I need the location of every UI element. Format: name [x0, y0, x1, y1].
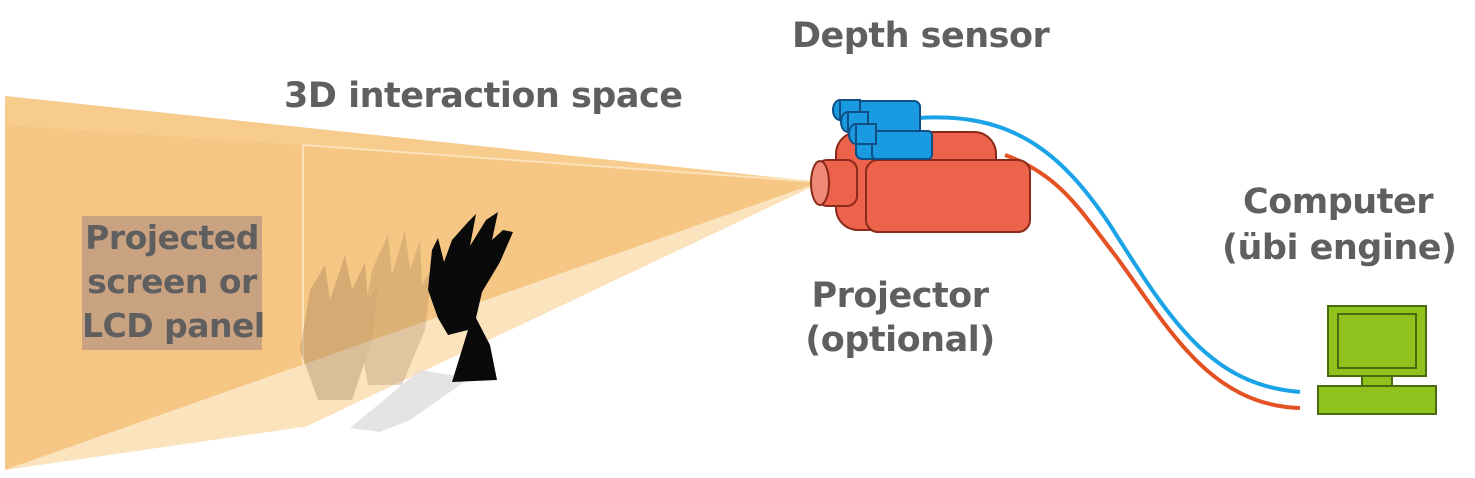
projector-lens	[810, 160, 830, 206]
depth-sensor-front	[871, 130, 933, 160]
projector-icon	[810, 131, 1031, 233]
depth-sensor-label: Depth sensor	[792, 16, 1050, 56]
floor-shadow-icon	[350, 370, 470, 432]
cable-red	[1004, 153, 1301, 410]
projector-side-panel	[865, 159, 1031, 233]
computer-label-line2: (übi engine)	[1222, 228, 1457, 268]
depth-sensor-icon	[832, 99, 933, 160]
screen-label-line2: screen or	[87, 262, 257, 301]
computer-screen	[1337, 313, 1417, 369]
cable-blue	[917, 115, 1301, 394]
computer-label-line1: Computer	[1243, 182, 1433, 222]
hand-shadow-2	[360, 230, 432, 385]
screen-label-line3: LCD panel	[82, 306, 265, 345]
interaction-frustum	[5, 96, 821, 470]
frustum-top-face	[5, 96, 820, 182]
computer-stand	[1361, 375, 1393, 387]
projector-label-line2: (optional)	[805, 320, 995, 360]
hand-shadows	[300, 230, 432, 400]
frustum-bottom-face	[5, 182, 820, 470]
screen-label-line1: Projected	[85, 218, 259, 257]
projected-screen-label-box: Projected screen or LCD panel	[82, 216, 265, 350]
hand-silhouette-icon	[428, 212, 513, 382]
frustum-top-edge	[302, 144, 821, 183]
interaction-space-label: 3D interaction space	[284, 76, 683, 116]
frustum-bottom-edge	[302, 181, 821, 428]
computer-icon	[1317, 305, 1437, 415]
computer-base	[1317, 385, 1437, 415]
depth-sensor-camera-3-barrel	[855, 123, 877, 145]
frustum-volume	[5, 96, 820, 470]
hand-shadow-1	[300, 255, 378, 400]
projector-label-line1: Projector	[811, 276, 989, 316]
